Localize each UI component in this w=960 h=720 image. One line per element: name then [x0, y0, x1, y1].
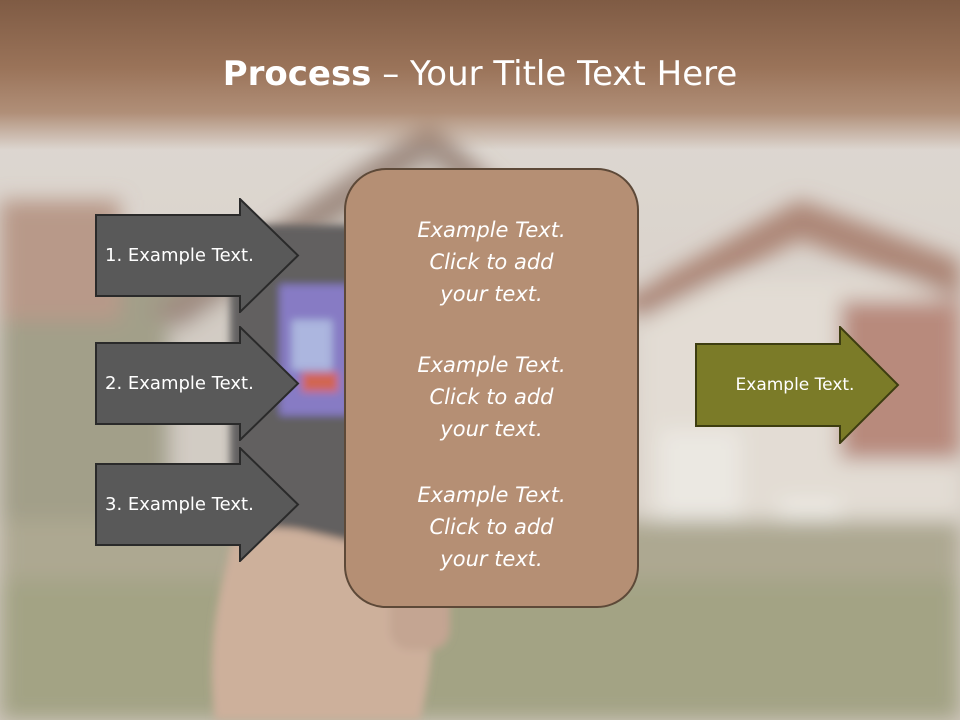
- arrow-shape-icon: [95, 198, 300, 313]
- center-paragraph-3: Example Text. Click to add your text.: [346, 479, 637, 575]
- step-arrow-3[interactable]: 3. Example Text.: [95, 447, 300, 562]
- paragraph-line: your text.: [440, 282, 543, 306]
- result-arrow[interactable]: Example Text.: [695, 326, 900, 444]
- paragraph-line: Click to add: [429, 250, 554, 274]
- center-paragraph-2: Example Text. Click to add your text.: [346, 349, 637, 445]
- paragraph-line: Click to add: [429, 385, 554, 409]
- step-label-2: 2. Example Text.: [105, 373, 254, 394]
- paragraph-line: your text.: [440, 417, 543, 441]
- arrow-shape-icon: [695, 326, 900, 444]
- step-label-1: 1. Example Text.: [105, 245, 254, 266]
- paragraph-line: your text.: [440, 547, 543, 571]
- step-label-3: 3. Example Text.: [105, 494, 254, 515]
- step-arrow-1[interactable]: 1. Example Text.: [95, 198, 300, 313]
- arrow-shape-icon: [95, 326, 300, 441]
- title-band: [0, 0, 960, 150]
- title-rest-text: – Your Title Text Here: [371, 54, 738, 94]
- arrow-shape-icon: [95, 447, 300, 562]
- paragraph-line: Click to add: [429, 515, 554, 539]
- slide-title[interactable]: Process – Your Title Text Here: [0, 52, 960, 96]
- center-paragraph-1: Example Text. Click to add your text.: [346, 214, 637, 310]
- step-arrow-2[interactable]: 2. Example Text.: [95, 326, 300, 441]
- result-label: Example Text.: [735, 375, 855, 395]
- paragraph-line: Example Text.: [417, 353, 566, 377]
- center-text-box[interactable]: Example Text. Click to add your text. Ex…: [344, 168, 639, 608]
- paragraph-line: Example Text.: [417, 218, 566, 242]
- paragraph-line: Example Text.: [417, 483, 566, 507]
- title-bold-word: Process: [222, 54, 372, 94]
